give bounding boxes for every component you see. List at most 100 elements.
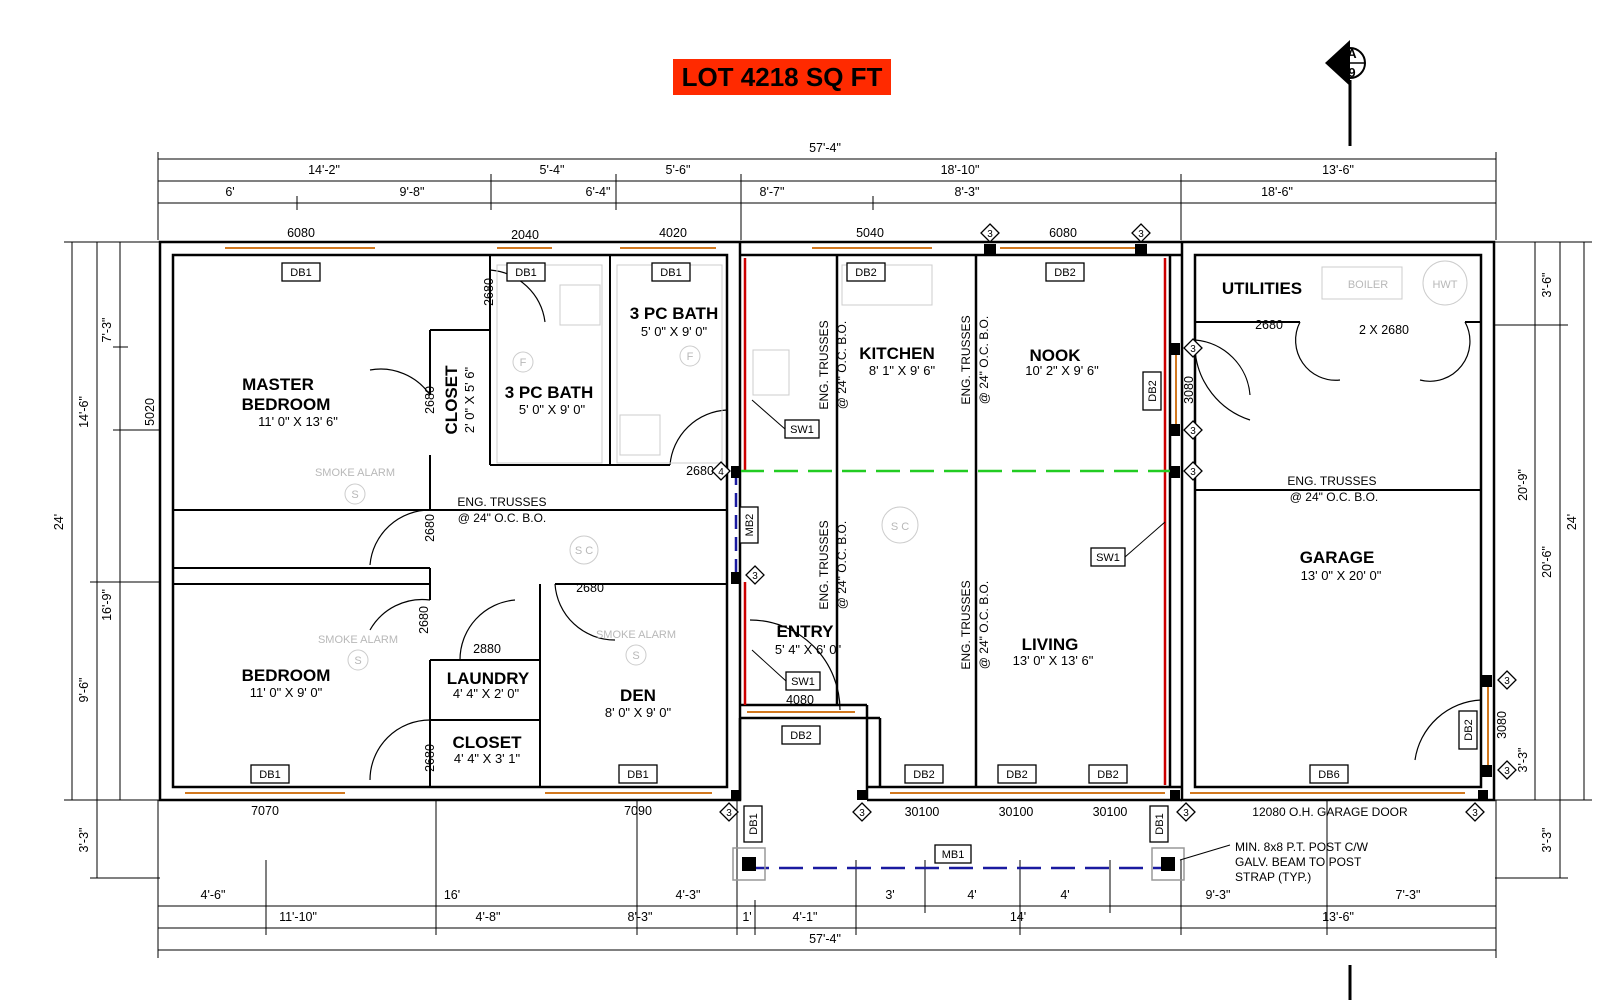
svg-text:2680: 2680 [423, 744, 437, 772]
svg-text:2040: 2040 [511, 228, 539, 242]
svg-text:DB1: DB1 [627, 769, 648, 781]
svg-text:24': 24' [52, 514, 66, 530]
svg-text:4020: 4020 [659, 226, 687, 240]
master-closet-label: CLOSET [442, 365, 461, 435]
svg-text:BOILER: BOILER [1348, 279, 1388, 291]
exterior-walls [158, 240, 1496, 802]
svg-text:ENG. TRUSSES: ENG. TRUSSES [817, 520, 831, 609]
svg-text:DB2: DB2 [913, 769, 934, 781]
svg-text:S: S [632, 650, 639, 662]
svg-text:DB2: DB2 [1147, 380, 1159, 401]
svg-text:HWT: HWT [1432, 279, 1457, 291]
svg-text:4'-8": 4'-8" [476, 910, 501, 924]
svg-text:SW1: SW1 [1096, 552, 1120, 564]
svg-text:4' 4" X 3' 1": 4' 4" X 3' 1" [454, 751, 521, 766]
svg-text:2680: 2680 [686, 464, 714, 478]
svg-text:4': 4' [967, 888, 976, 902]
svg-text:DB6: DB6 [1318, 769, 1339, 781]
svg-text:3: 3 [1138, 229, 1144, 240]
svg-text:SMOKE ALARM: SMOKE ALARM [596, 629, 676, 641]
svg-text:1': 1' [742, 910, 751, 924]
svg-text:4'-3": 4'-3" [676, 888, 701, 902]
svg-text:2680: 2680 [423, 514, 437, 542]
svg-text:57'-4": 57'-4" [809, 932, 841, 946]
post-note-line1: MIN. 8x8 P.T. POST C/W [1235, 840, 1369, 854]
north-marker: A 9 [1325, 40, 1366, 146]
svg-text:F: F [687, 351, 694, 363]
svg-text:4': 4' [1060, 888, 1069, 902]
svg-text:MB1: MB1 [942, 849, 965, 861]
svg-text:ENG. TRUSSES: ENG. TRUSSES [959, 315, 973, 404]
svg-text:A: A [1347, 46, 1357, 61]
svg-text:2680: 2680 [482, 278, 496, 306]
svg-text:DB1: DB1 [660, 267, 681, 279]
svg-text:SMOKE ALARM: SMOKE ALARM [318, 634, 398, 646]
svg-text:3080: 3080 [1182, 376, 1196, 404]
top-dimensions [157, 152, 1497, 240]
nook-label: NOOK [1030, 346, 1082, 365]
svg-text:5020: 5020 [143, 398, 157, 426]
svg-text:2680: 2680 [417, 606, 431, 634]
posts [732, 844, 1231, 881]
door-swings [369, 269, 1482, 781]
den-label: DEN [620, 686, 656, 705]
beam-lines [734, 469, 1182, 870]
svg-text:13' 0" X 13' 6": 13' 0" X 13' 6" [1013, 653, 1094, 668]
svg-text:30100: 30100 [999, 805, 1034, 819]
svg-text:3: 3 [1504, 676, 1510, 687]
svg-text:9: 9 [1348, 65, 1355, 80]
svg-text:DB2: DB2 [790, 730, 811, 742]
svg-text:2680: 2680 [423, 386, 437, 414]
svg-text:18'-6": 18'-6" [1261, 185, 1293, 199]
svg-text:14'-6": 14'-6" [77, 396, 91, 428]
svg-text:6': 6' [225, 185, 234, 199]
svg-text:6'-4": 6'-4" [586, 185, 611, 199]
svg-text:8'-3": 8'-3" [955, 185, 980, 199]
bottom-dimensions [157, 800, 1497, 958]
svg-text:20'-9": 20'-9" [1516, 469, 1530, 501]
svg-text:5' 0" X 9' 0": 5' 0" X 9' 0" [519, 402, 586, 417]
laundry-label: LAUNDRY [447, 669, 530, 688]
svg-text:DB1: DB1 [290, 267, 311, 279]
svg-text:7'-3": 7'-3" [100, 318, 114, 343]
svg-text:13'-6": 13'-6" [1322, 910, 1354, 924]
svg-text:3: 3 [1190, 467, 1196, 478]
svg-text:5' 4" X 6' 0": 5' 4" X 6' 0" [775, 642, 842, 657]
svg-text:DB2: DB2 [1097, 769, 1118, 781]
svg-text:2680: 2680 [1255, 318, 1283, 332]
svg-text:30100: 30100 [905, 805, 940, 819]
door-tags: 2680 2680 2680 2680 2680 2880 2680 2680 … [417, 278, 1509, 772]
svg-text:3: 3 [859, 808, 865, 819]
svg-text:MB2: MB2 [744, 514, 756, 537]
room-labels: MASTER BEDROOM 11' 0" X 13' 6" CLOSET 2'… [242, 279, 1382, 766]
svg-text:20'-6": 20'-6" [1540, 546, 1554, 578]
svg-text:S C: S C [575, 545, 593, 557]
svg-text:DB1: DB1 [748, 813, 760, 834]
svg-text:DB2: DB2 [1006, 769, 1027, 781]
svg-text:ENG. TRUSSES: ENG. TRUSSES [1287, 474, 1376, 488]
svg-text:3080: 3080 [1495, 711, 1509, 739]
svg-text:7'-3": 7'-3" [1396, 888, 1421, 902]
svg-text:3: 3 [726, 808, 732, 819]
svg-text:DB2: DB2 [855, 267, 876, 279]
svg-text:9'-8": 9'-8" [400, 185, 425, 199]
svg-text:ENG. TRUSSES: ENG. TRUSSES [457, 495, 546, 509]
svg-text:4080: 4080 [786, 693, 814, 707]
svg-text:ENG. TRUSSES: ENG. TRUSSES [817, 320, 831, 409]
master-bedroom-label: MASTER [242, 375, 314, 394]
svg-text:7070: 7070 [251, 804, 279, 818]
svg-text:30100: 30100 [1093, 805, 1128, 819]
right-dimensions [1495, 241, 1592, 879]
svg-text:S: S [351, 489, 358, 501]
svg-text:SMOKE ALARM: SMOKE ALARM [315, 467, 395, 479]
svg-text:BEDROOM: BEDROOM [242, 395, 331, 414]
svg-text:2' 0" X 5' 6": 2' 0" X 5' 6" [462, 367, 477, 434]
svg-text:16'-9": 16'-9" [100, 589, 114, 621]
post-note-line3: STRAP (TYP.) [1235, 870, 1311, 884]
svg-text:3'-3": 3'-3" [77, 828, 91, 853]
garage-label: GARAGE [1300, 548, 1375, 567]
svg-text:11'-10": 11'-10" [279, 910, 317, 924]
beam-tag-text: DB1 DB1 DB1 DB2 DB2 DB2 MB2 DB1 DB1 DB2 … [259, 267, 1475, 861]
svg-text:4: 4 [718, 467, 724, 478]
